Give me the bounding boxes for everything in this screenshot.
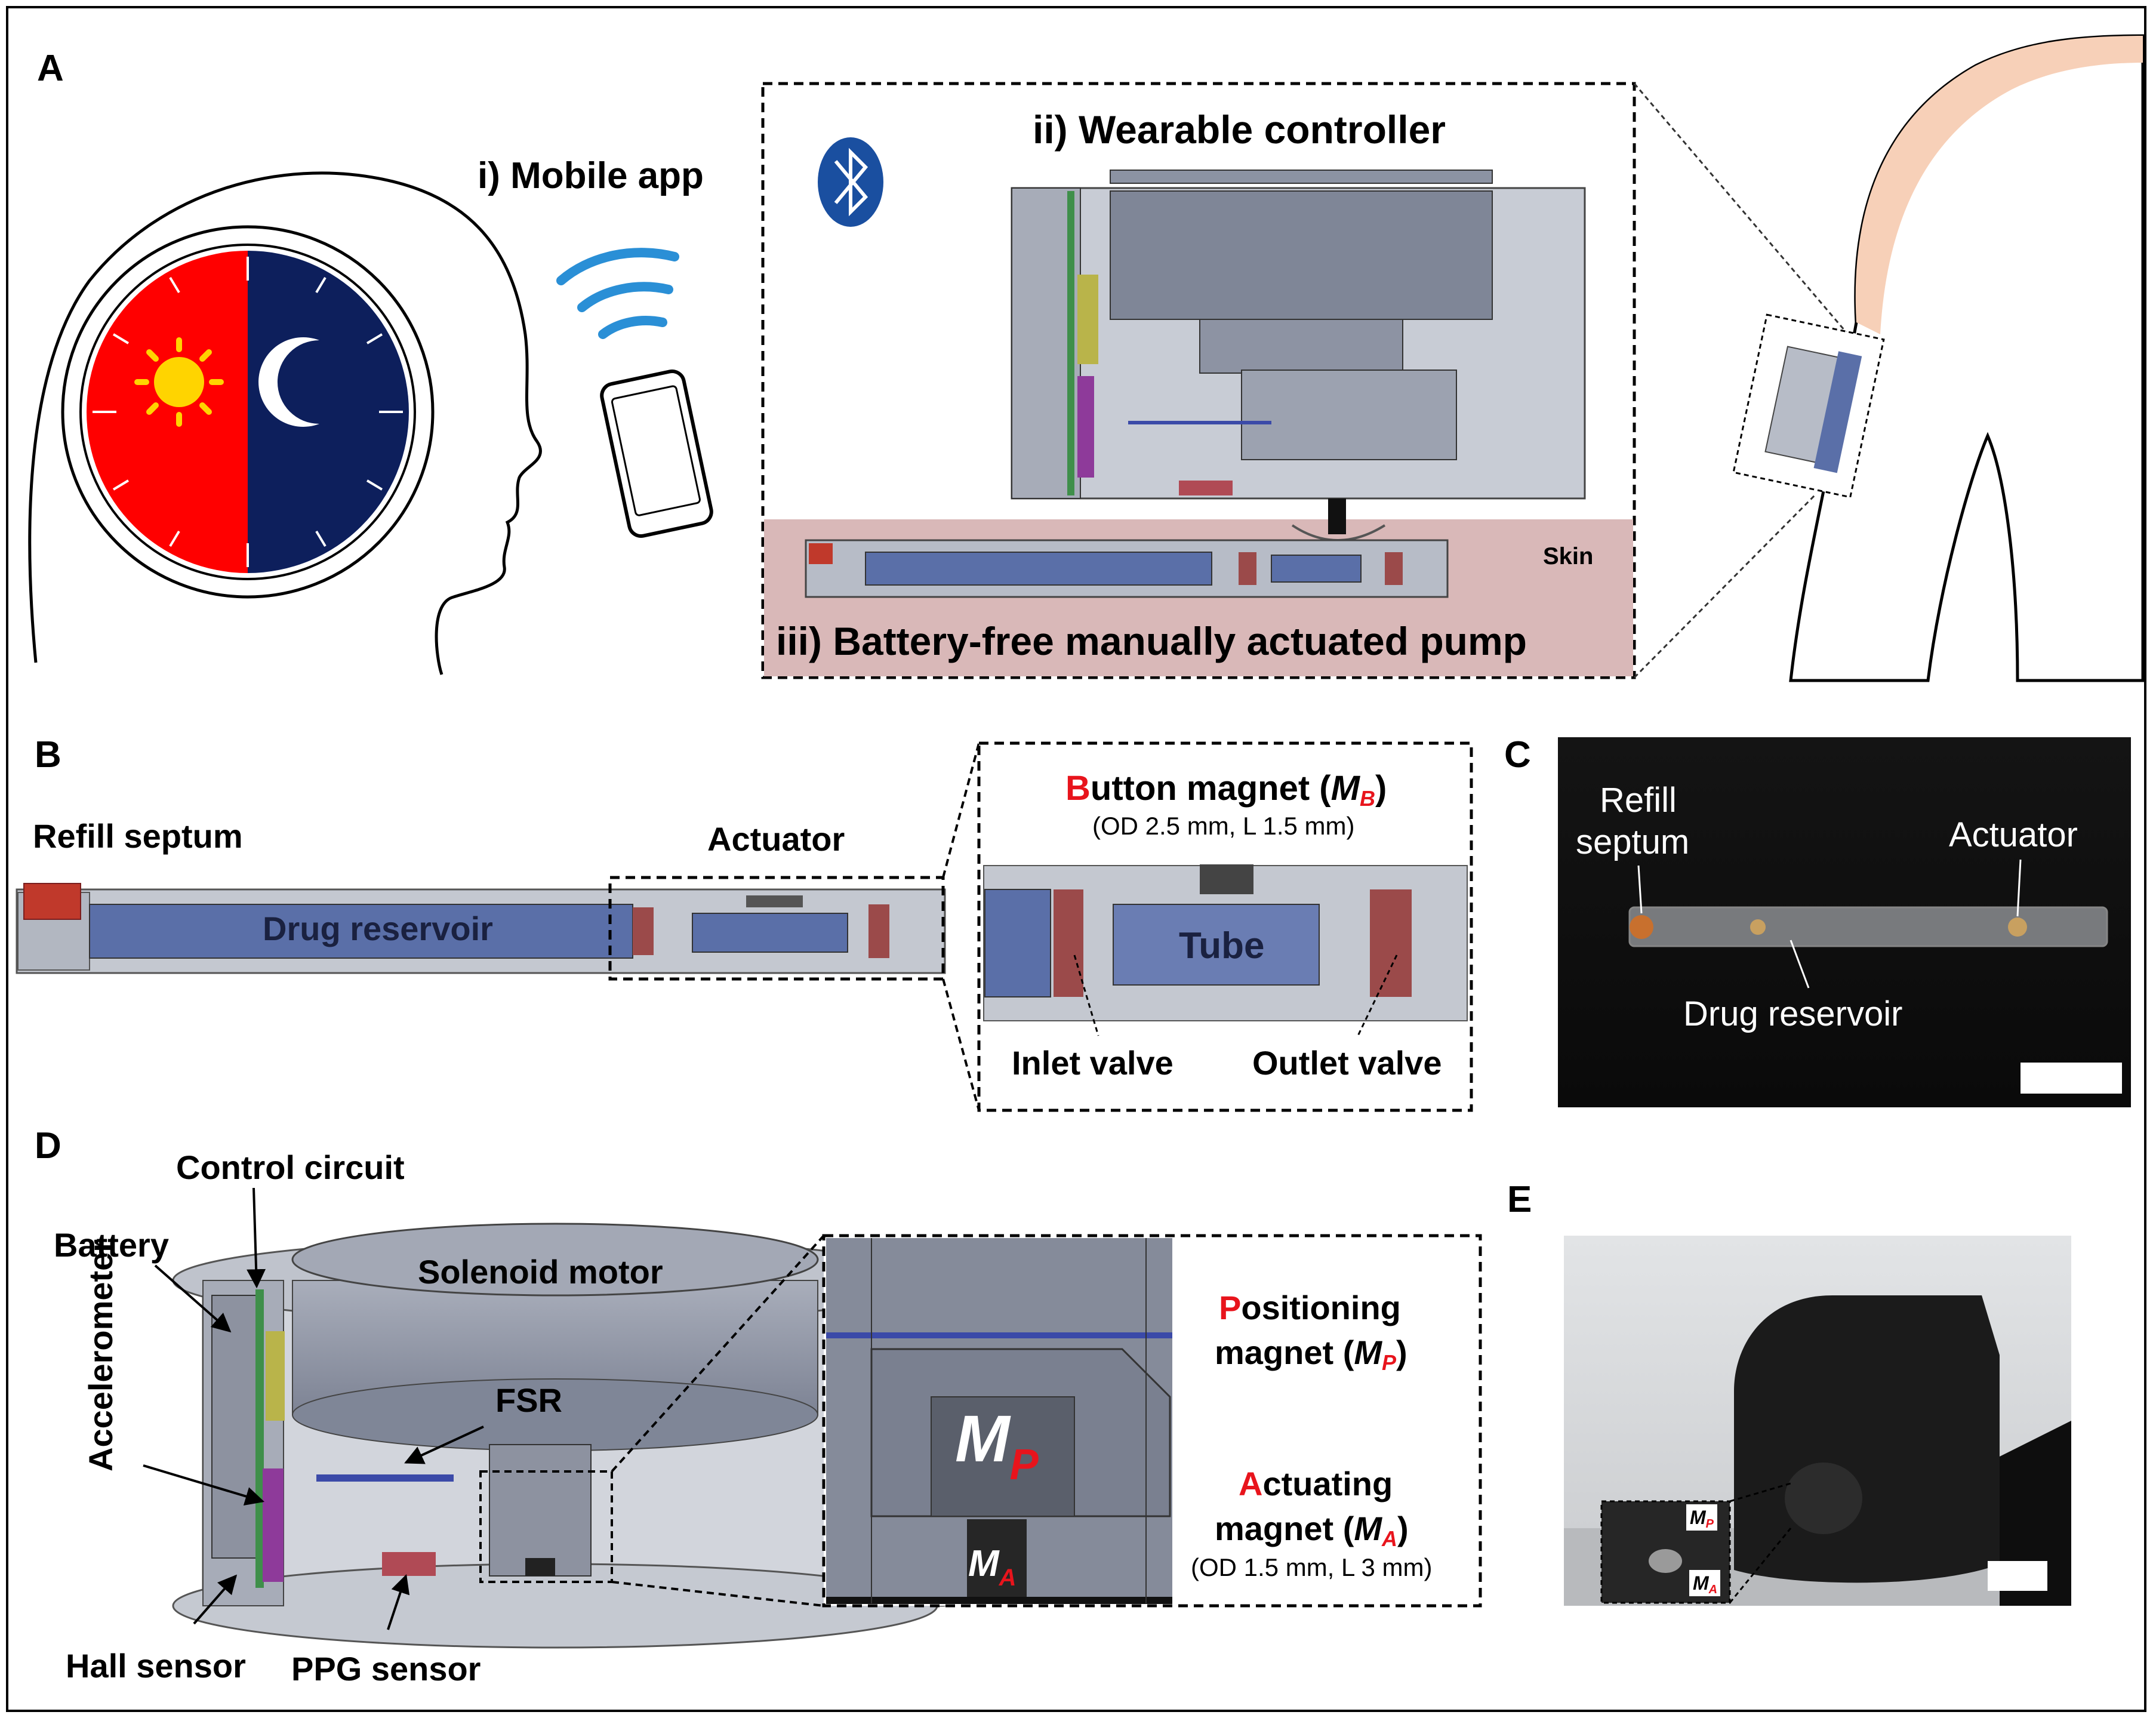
actuator-label-b: Actuator	[707, 820, 845, 858]
actuator-zoom-cad	[983, 864, 1468, 1021]
panel-a-letter: A	[37, 48, 64, 89]
moon-icon	[258, 337, 319, 427]
fsr-label: FSR	[495, 1381, 562, 1419]
clock-day-half	[87, 251, 248, 573]
wifi-icon	[556, 248, 679, 339]
photo-c-scale-bar	[2021, 1063, 2122, 1094]
solenoid-motor-label: Solenoid motor	[418, 1253, 663, 1291]
pump-cad-small	[805, 539, 1449, 598]
inset-ma-label: MA	[1693, 1572, 1717, 1596]
button-magnet-label: Button magnet (MB)	[1065, 769, 1387, 811]
panel-d: D Control circuit Battery Accelerometer …	[35, 1125, 1482, 1688]
figure-frame	[6, 6, 2146, 1712]
arm-device-pump	[1813, 351, 1862, 473]
photo-e-scale-bar	[1988, 1561, 2047, 1591]
actuating-magnet-dims: (OD 1.5 mm, L 3 mm)	[1191, 1553, 1432, 1581]
photo-reservoir-leader	[1790, 940, 1810, 989]
pump-label: iii) Battery-free manually actuated pump	[776, 619, 1527, 663]
photo-refill-label: Refill	[1600, 781, 1677, 820]
pump-photo-body	[1628, 906, 2108, 947]
controller-photo-strap	[2000, 1421, 2071, 1606]
mobile-app-label: i) Mobile app	[478, 155, 704, 196]
control-circuit-label: Control circuit	[176, 1149, 405, 1186]
inset-ma-badge	[1689, 1570, 1720, 1596]
shoulder-skin-highlight	[1855, 36, 2143, 334]
panel-c-letter: C	[1504, 734, 1531, 775]
panel-d-arrows	[143, 1187, 484, 1630]
clock-ticks	[93, 257, 403, 567]
accelerometer-label: Accelerometer	[82, 1239, 119, 1471]
inlet-valve-leader	[1073, 955, 1099, 1036]
skin-label: Skin	[1543, 543, 1593, 569]
inset-mp-label: MP	[1690, 1507, 1714, 1531]
head-silhouette	[28, 171, 542, 675]
zoom-line-b-top	[942, 743, 980, 878]
ma-zoom-label: MA	[968, 1543, 1017, 1591]
sun-icon	[134, 337, 224, 427]
photo-septum-label: septum	[1576, 823, 1689, 861]
photo-refill-septum	[1630, 915, 1653, 939]
panel-e: E MP MA	[1507, 1179, 2071, 1606]
controller-photo-magnet	[1785, 1463, 1862, 1534]
zoom-line-bottom	[1633, 494, 1816, 679]
inlet-valve-label: Inlet valve	[1012, 1044, 1174, 1082]
magnet-zoom-cad	[826, 1238, 1172, 1604]
clock-night-half	[248, 251, 409, 573]
outlet-valve-label: Outlet valve	[1252, 1044, 1442, 1082]
panel-c: C Refill septum Actuator Drug reservoir	[1504, 734, 2131, 1107]
inset-magnet	[1649, 1549, 1682, 1573]
panel-d-letter: D	[35, 1125, 61, 1166]
ppg-sensor-label: PPG sensor	[291, 1650, 481, 1688]
photo-actuator-dot	[2008, 918, 2027, 937]
panel-b: B Refill septum Actuator Drug reservoir …	[16, 734, 1473, 1112]
actuating-magnet-label: magnet (MA)	[1215, 1510, 1409, 1551]
mp-zoom-label: MP	[955, 1402, 1039, 1489]
controller-cad	[1011, 170, 1586, 541]
clock-inner-ring	[79, 244, 416, 580]
inset-mp-badge	[1686, 1504, 1717, 1531]
photo-actuator-leader	[2016, 859, 2022, 917]
controller-photo-device	[1734, 1295, 2000, 1583]
zoom-line-b-bottom	[942, 978, 980, 1111]
photo-actuator-label: Actuator	[1949, 815, 2078, 854]
panel-b-letter: B	[35, 734, 61, 775]
refill-septum-label: Refill septum	[33, 817, 243, 855]
actuating-label: Actuating	[1239, 1465, 1393, 1503]
photo-septum-leader	[1637, 865, 1643, 914]
panel-e-letter: E	[1507, 1179, 1532, 1220]
smartphone-icon	[600, 370, 713, 538]
positioning-magnet-label: magnet (MP)	[1215, 1334, 1407, 1375]
magnet-dashed-box	[479, 1470, 613, 1583]
button-magnet-dims: (OD 2.5 mm, L 1.5 mm)	[1092, 812, 1355, 840]
battery-label: Battery	[54, 1226, 169, 1264]
wearable-controller-label: ii) Wearable controller	[1033, 107, 1446, 152]
inset-zoom-line-top	[1729, 1482, 1791, 1503]
pump-cad-b	[16, 883, 946, 974]
drug-reservoir-label-b: Drug reservoir	[263, 910, 493, 947]
tube-label: Tube	[1179, 925, 1265, 966]
hall-sensor-label: Hall sensor	[66, 1647, 246, 1685]
zoom-line-d-top	[611, 1234, 825, 1473]
positioning-label: Positioning	[1219, 1289, 1401, 1326]
zoom-line-top	[1633, 83, 1869, 359]
photo-drug-reservoir-label: Drug reservoir	[1683, 995, 1902, 1033]
bluetooth-icon	[818, 137, 883, 227]
panel-a: A	[28, 34, 2145, 682]
outlet-valve-leader	[1357, 955, 1398, 1036]
photo-reservoir-dot	[1750, 919, 1766, 935]
